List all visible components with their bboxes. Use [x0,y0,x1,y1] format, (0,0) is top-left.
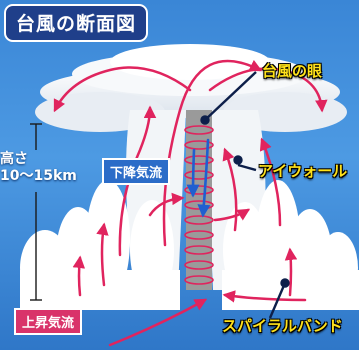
label-height-line1: 高さ [0,151,28,167]
label-eyewall: アイウォール [258,162,348,180]
label-spiral-band: スパイラルバンド [222,317,343,335]
label-height-line2: 10～15km [0,168,77,184]
airflow-arrows [53,59,328,347]
label-downdraft: 下降気流 [102,158,171,185]
cumulus-right [222,180,359,310]
label-height: 高さ 10～15km [0,151,77,185]
eye-column [186,110,212,290]
label-typhoon-eye: 台風の眼 [262,62,323,80]
spiral-coil [184,125,214,285]
label-updraft: 上昇気流 [14,308,83,335]
diagram-title: 台風の断面図 [4,4,149,42]
downdraft-arrows [186,138,211,218]
callout-lines [200,71,290,319]
cumulus-left [20,180,180,310]
height-scale [30,123,42,301]
